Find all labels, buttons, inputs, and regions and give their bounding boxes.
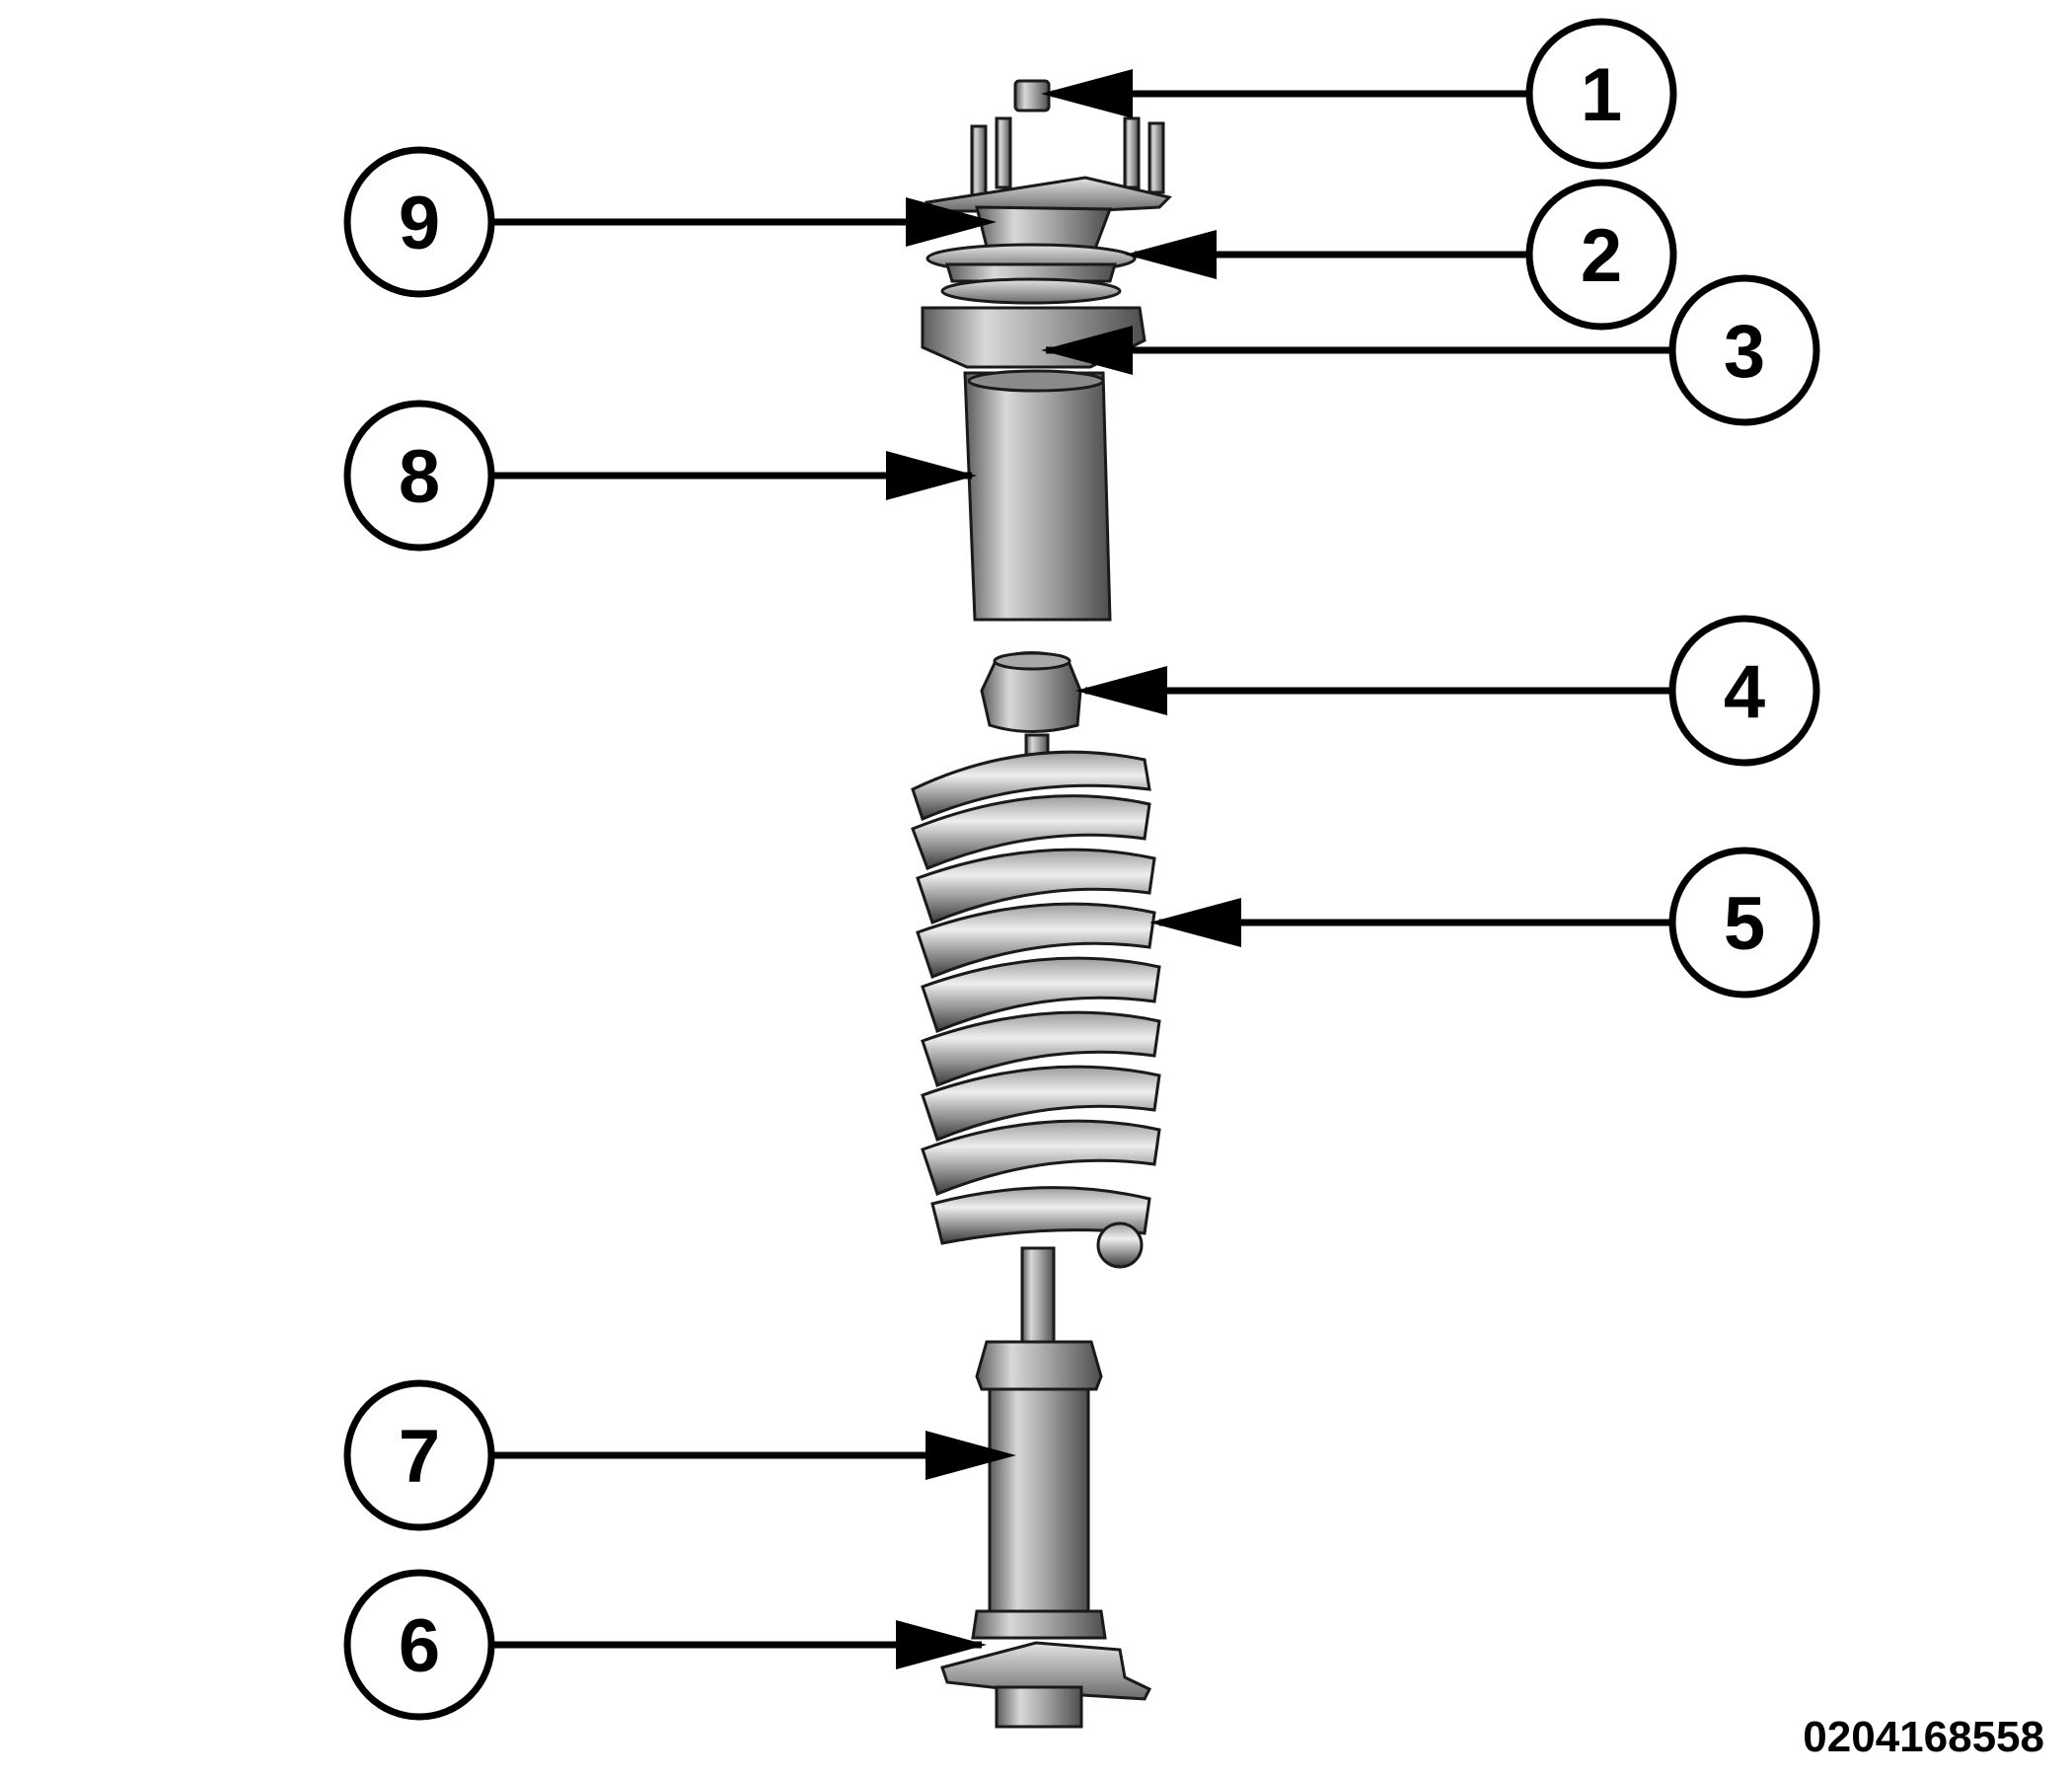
leader-line-3 [1041, 326, 1672, 375]
leader-line-8 [493, 451, 977, 500]
callout-number: 4 [1724, 650, 1765, 734]
figure-id: 0204168558 [1803, 1713, 2044, 1761]
leader-line-4 [1075, 666, 1672, 715]
callout-number: 8 [399, 435, 440, 519]
callout-number: 5 [1724, 882, 1765, 966]
bearing-plate-part [925, 243, 1137, 283]
leader-line-5 [1149, 898, 1672, 947]
callout-number: 3 [1724, 310, 1765, 394]
callout-number: 2 [1581, 214, 1622, 298]
callout-4: 4 [1668, 615, 1820, 767]
leader-line-1 [1041, 69, 1529, 118]
callout-number: 9 [399, 182, 440, 265]
callout-number: 6 [399, 1604, 440, 1688]
jounce-bumper-part [980, 651, 1082, 733]
leader-line-9 [493, 197, 997, 247]
callout-number: 7 [399, 1415, 440, 1499]
shock-absorber-part [971, 1246, 1107, 1640]
coil-spring-part [911, 733, 1161, 1269]
leader-line-6 [493, 1620, 987, 1669]
leader-line-7 [493, 1431, 1016, 1480]
nut-part [1013, 79, 1051, 112]
callout-5: 5 [1668, 847, 1820, 999]
callout-8: 8 [343, 400, 495, 552]
callout-9: 9 [343, 146, 495, 298]
callout-number: 1 [1581, 53, 1622, 137]
lower-spring-seat-part [940, 1641, 1152, 1729]
callout-6: 6 [343, 1569, 495, 1721]
leader-line-2 [1125, 230, 1529, 279]
dust-boot-part [963, 369, 1112, 622]
callout-3: 3 [1668, 274, 1820, 426]
callout-2: 2 [1525, 179, 1677, 331]
callout-7: 7 [343, 1379, 495, 1531]
callout-1: 1 [1525, 18, 1677, 170]
upper-mount-part [924, 116, 1172, 251]
